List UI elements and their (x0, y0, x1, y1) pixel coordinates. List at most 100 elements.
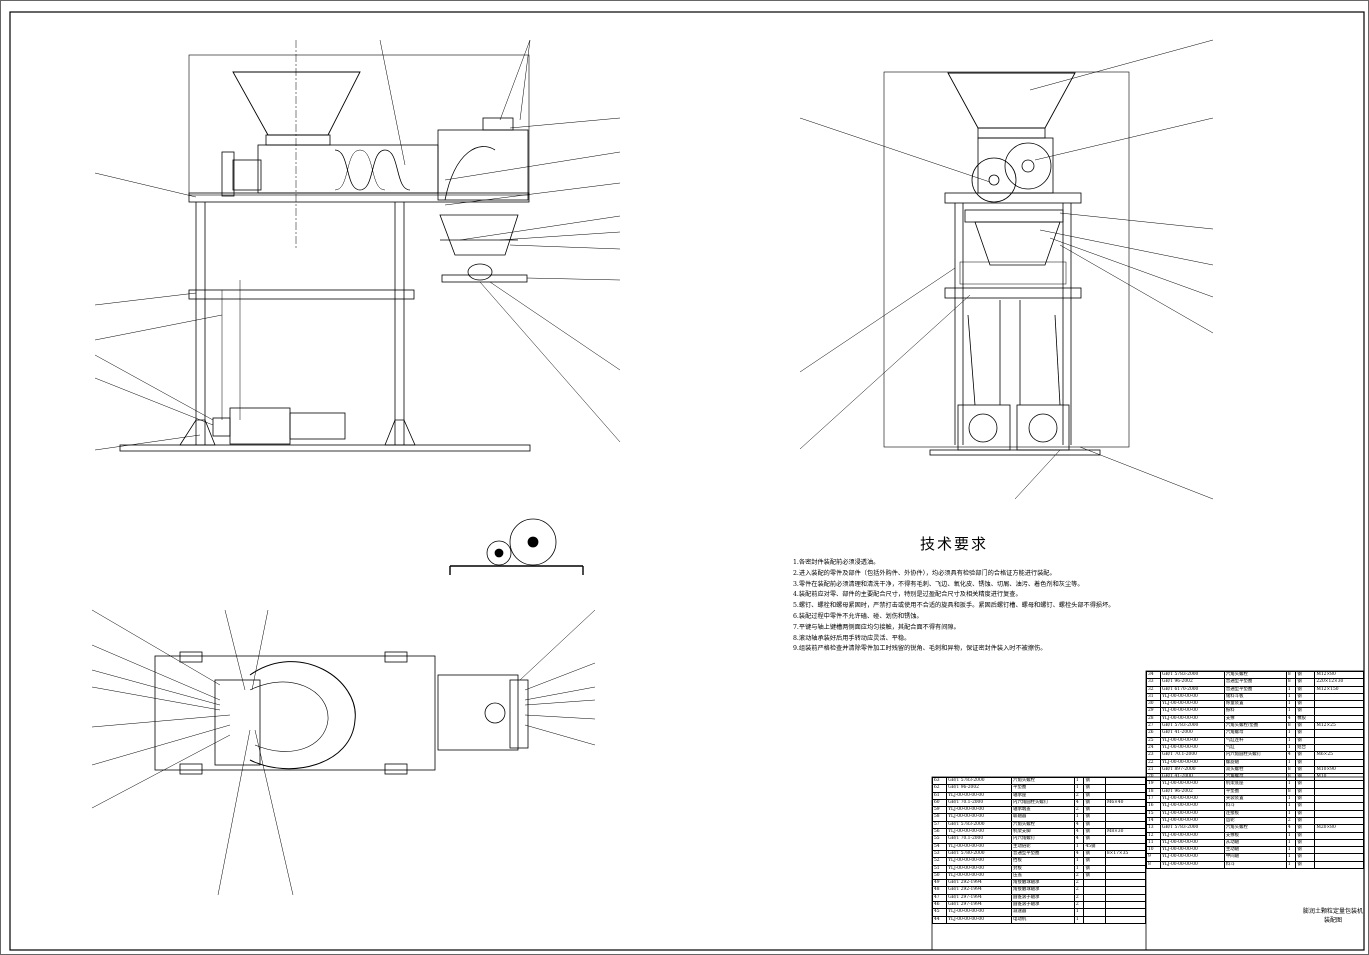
parts-cell-qty: 2 (1073, 879, 1085, 888)
parts-cell-code: YLJ-00-00-00-00 (1159, 714, 1225, 724)
parts-cell-mat: 钢 (1083, 828, 1106, 837)
parts-cell-name: 联轴器 (1011, 813, 1075, 822)
parts-cell-name: 夹袋装置 (1223, 795, 1287, 804)
parts-cell-code: YLJ-00-00-00-00 (946, 842, 1013, 851)
parts-cell-code: YLJ-00-00-00-00 (1159, 816, 1225, 826)
tech-requirement-item: 3.零件在装配前必须清理和清洗干净，不得有毛刺、飞边、氧化皮、锈蚀、切屑、油污、… (793, 580, 1084, 588)
parts-cell-note (1104, 879, 1147, 888)
parts-cell-no: 17 (1146, 795, 1161, 804)
parts-cell-qty: 1 (1285, 758, 1297, 767)
parts-cell-qty: 1 (1285, 809, 1297, 818)
parts-cell-no: 46 (931, 901, 948, 910)
parts-cell-code: GB/T 897-2000 (1159, 765, 1225, 775)
parts-cell-code: YLJ-00-00-00-00 (1159, 853, 1225, 862)
parts-cell-code: GB/T 6170-2000 (1159, 685, 1225, 694)
parts-cell-mat: 钢 (1295, 787, 1316, 797)
parts-cell-note (1314, 714, 1364, 724)
parts-cell-mat: 钢 (1295, 678, 1316, 687)
parts-cell-name: 圆锥滚子轴承 (1011, 901, 1075, 910)
parts-cell-note (1104, 908, 1147, 917)
parts-cell-qty: 2 (1073, 893, 1085, 903)
parts-cell-no: 30 (1146, 700, 1161, 709)
parts-cell-qty: 1 (1285, 700, 1297, 709)
parts-cell-name: 轴承座 (1011, 791, 1075, 800)
parts-cell-qty: 4 (1073, 798, 1085, 808)
parts-cell-name: 料斗 (1223, 802, 1287, 811)
parts-cell-no: 24 (1146, 743, 1161, 753)
parts-cell-note (1314, 846, 1364, 855)
parts-cell-qty: 4 (1073, 828, 1085, 837)
parts-cell-mat: 钢 (1295, 773, 1316, 782)
parts-cell-code: YLJ-00-00-00-00 (1159, 692, 1225, 702)
parts-cell-qty: 1 (1073, 908, 1085, 917)
parts-cell-qty: 2 (1073, 806, 1085, 815)
parts-cell-name: 气缸连杆 (1223, 736, 1287, 745)
parts-cell-no: 51 (931, 864, 948, 873)
parts-cell-no: 8 (1146, 860, 1161, 870)
parts-cell-qty: 8 (1285, 722, 1297, 731)
parts-cell-qty: 1 (1073, 864, 1085, 873)
parts-cell-qty: 1 (1285, 838, 1297, 848)
parts-cell-name: 内六角螺钉 (1011, 835, 1075, 844)
parts-cell-note (1314, 707, 1364, 716)
parts-cell-no: 53 (931, 849, 948, 859)
parts-cell-qty: 1 (1285, 692, 1297, 702)
parts-cell-code: YLJ-00-00-00-00 (1159, 736, 1225, 745)
parts-cell-no: 49 (931, 879, 948, 888)
parts-cell-no: 59 (931, 806, 948, 815)
parts-cell-qty: 8 (1285, 765, 1297, 775)
parts-cell-mat (1083, 879, 1106, 888)
parts-cell-no: 20 (1146, 773, 1161, 782)
parts-cell-no: 60 (931, 798, 948, 808)
parts-cell-mat: 45钢 (1083, 842, 1106, 851)
parts-cell-name: 六角头螺栓 (1011, 776, 1075, 786)
parts-cell-note (1104, 901, 1147, 910)
parts-cell-mat: 钢 (1295, 853, 1316, 862)
parts-cell-mat (1083, 886, 1106, 895)
tech-requirement-item: 6.装配过程中零件不允许磕、碰、划伤和锈蚀。 (793, 612, 923, 620)
parts-cell-name: 气缸 (1223, 743, 1287, 753)
parts-cell-qty: 1 (1285, 736, 1297, 745)
gear-driving (1004, 142, 1052, 190)
parts-cell-note (1314, 816, 1364, 826)
tech-requirement-item: 4.装配前应对零、部件的主要配合尺寸，特别是过盈配合尺寸及相关精度进行复查。 (793, 591, 1022, 599)
parts-cell-code: YLJ-00-00-00-00 (1159, 780, 1225, 789)
parts-cell-note (1104, 857, 1147, 866)
parts-cell-no: 61 (931, 791, 948, 800)
parts-cell-qty: 1 (1285, 780, 1297, 789)
parts-cell-no: 34 (1146, 670, 1161, 680)
parts-cell-no: 48 (931, 886, 948, 895)
tech-requirements-list: 1.各密封件装配前必须浸透油。 2.进入装配的零件及部件（包括外购件、外协件），… (793, 558, 1133, 655)
parts-cell-mat: 钢 (1083, 776, 1106, 786)
parts-cell-code: YLJ-00-00-00-00 (1159, 838, 1225, 848)
parts-cell-code: GB/T 96-2002 (946, 784, 1013, 793)
parts-cell-qty: 1 (1285, 831, 1297, 840)
parts-cell-mat: 钢 (1083, 864, 1106, 873)
parts-cell-qty: 1 (1285, 802, 1297, 811)
parts-cell-no: 18 (1146, 787, 1161, 797)
parts-cell-qty: 2 (1073, 886, 1085, 895)
parts-cell-qty: 4 (1285, 824, 1297, 833)
parts-cell-no: 9 (1146, 853, 1161, 862)
parts-cell-no: 11 (1146, 838, 1161, 848)
drawing-title: 膨润土颗粒定量包装机装配图 (1302, 908, 1363, 924)
parts-cell-mat: 钢 (1083, 871, 1106, 881)
parts-cell-mat: 钢 (1295, 765, 1316, 775)
tech-requirement-item: 7.平键与轴上键槽两侧面应均匀接触，其配合面不得有间隙。 (793, 623, 960, 631)
parts-cell-mat (1083, 915, 1106, 924)
parts-cell-name: 电动机 (1011, 915, 1075, 924)
parts-cell-no: 31 (1146, 692, 1161, 702)
parts-cell-qty: 1 (1285, 707, 1297, 716)
parts-cell-mat: 钢 (1083, 813, 1106, 822)
